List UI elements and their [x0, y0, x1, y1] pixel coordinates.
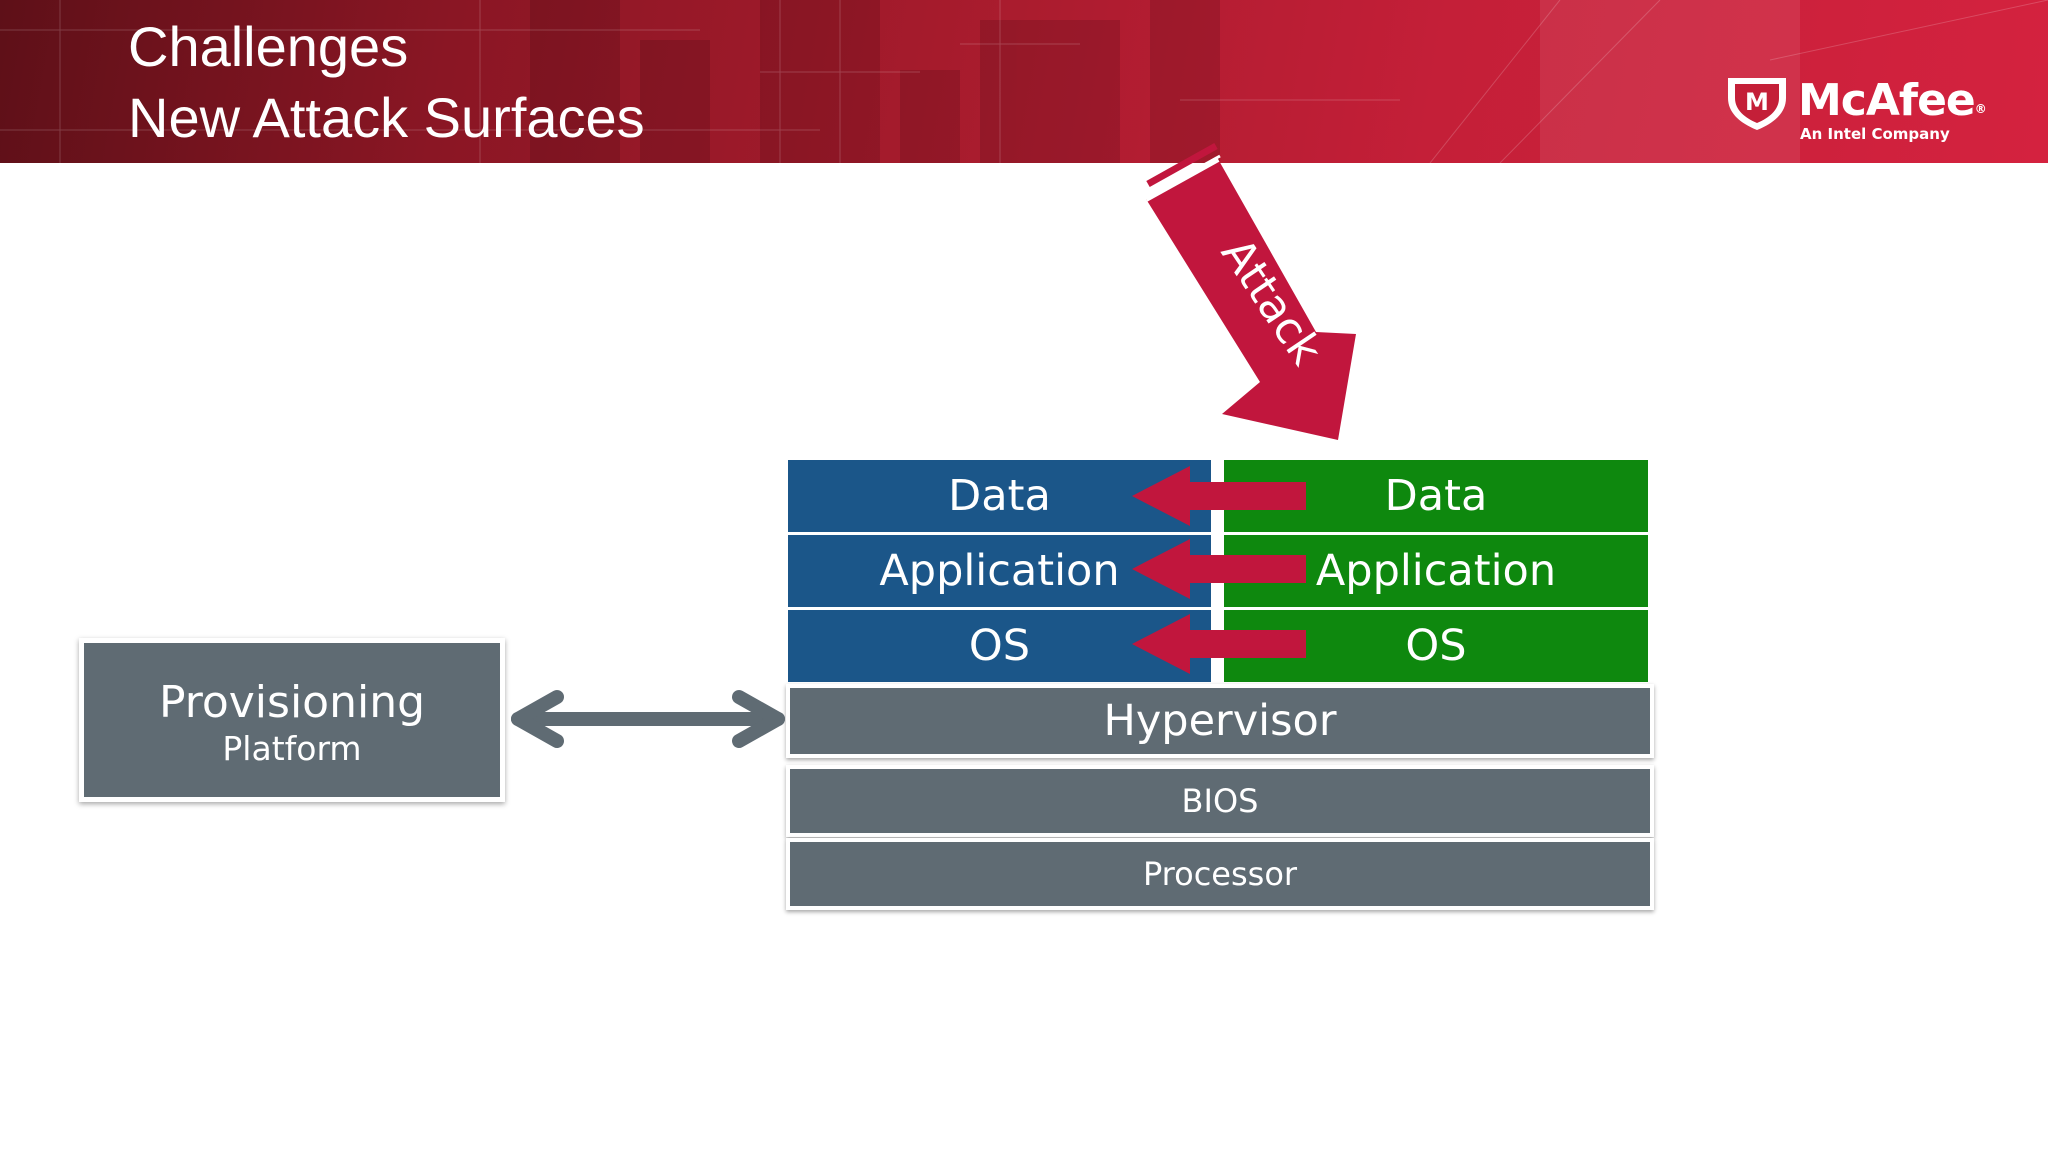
logo-tagline: An Intel Company — [1800, 125, 1950, 143]
attack-label: Attack — [1210, 229, 1332, 375]
processor-layer: Processor — [786, 838, 1654, 910]
hypervisor-layer: Hypervisor — [786, 684, 1654, 758]
vm-left-data: Data — [788, 460, 1211, 532]
slide-title-line-2: New Attack Surfaces — [128, 86, 645, 149]
vm-right-os: OS — [1224, 610, 1648, 682]
provisioning-connector — [511, 690, 785, 748]
vm-right-application: Application — [1224, 535, 1648, 607]
provisioning-label: Provisioning — [158, 677, 426, 728]
shield-icon: M — [1728, 78, 1786, 130]
bios-layer: BIOS — [786, 765, 1654, 837]
logo-wordmark: McAfee — [1798, 75, 1976, 126]
vm-right-data: Data — [1224, 460, 1648, 532]
vm-left-application: Application — [788, 535, 1211, 607]
vm-left-os: OS — [788, 610, 1211, 682]
shield-letter: M — [1745, 88, 1769, 116]
platform-label: Platform — [222, 729, 362, 768]
provisioning-platform-box: Provisioning Platform — [79, 638, 505, 802]
header-banner: Challenges New Attack Surfaces M McAfee®… — [0, 0, 2048, 163]
logo-name: McAfee® — [1798, 74, 1987, 128]
registered-mark: ® — [1974, 102, 1987, 116]
slide-title-line-1: Challenges — [128, 15, 409, 78]
mcafee-logo: M McAfee® An Intel Company — [1724, 74, 2024, 149]
